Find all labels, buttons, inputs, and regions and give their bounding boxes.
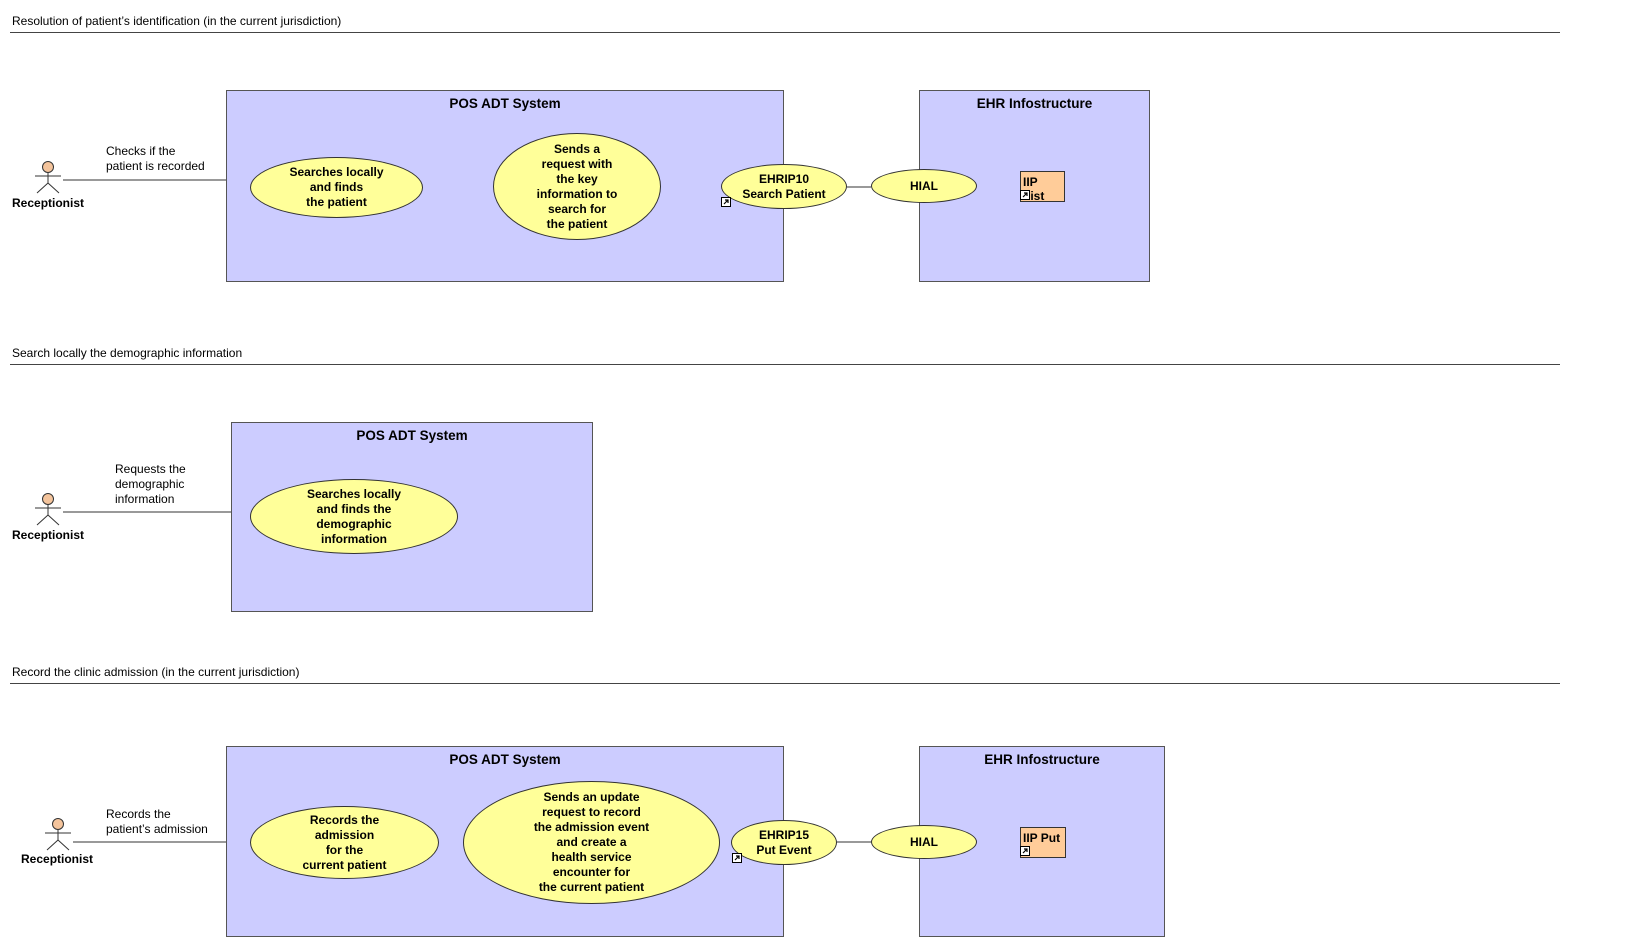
actor-receptionist[interactable] — [23, 817, 93, 869]
association-label: Checks if the patient is recorded — [106, 144, 205, 173]
artifact-iip-put[interactable]: IIP Put — [1020, 827, 1066, 858]
use-case-hial[interactable]: HIAL — [871, 825, 977, 859]
stick-figure-icon — [35, 161, 61, 194]
section-title: Resolution of patient’s identification (… — [12, 14, 342, 28]
stick-figure-icon — [35, 493, 61, 526]
link-arrow-icon[interactable] — [721, 197, 731, 207]
link-arrow-icon[interactable] — [1020, 190, 1030, 200]
use-case-ehrip10[interactable]: EHRIP10 Search Patient — [721, 164, 847, 209]
actor-label: Receptionist — [12, 196, 85, 210]
link-arrow-icon[interactable] — [1020, 846, 1030, 856]
system-title: POS ADT System — [449, 752, 561, 767]
section-divider — [10, 32, 1560, 33]
system-title: POS ADT System — [449, 96, 561, 111]
system-title: EHR Infostructure — [976, 96, 1093, 111]
actor-receptionist[interactable] — [13, 492, 83, 544]
stick-figure-icon — [45, 818, 71, 851]
association-label: Records the patient’s admission — [106, 807, 208, 836]
system-title: POS ADT System — [356, 428, 468, 443]
actor-label: Receptionist — [21, 852, 94, 866]
use-case-hial[interactable]: HIAL — [871, 169, 977, 203]
artifact-label: IIP Put — [1023, 831, 1061, 845]
section-divider — [10, 683, 1560, 684]
link-arrow-icon[interactable] — [732, 853, 742, 863]
section-title: Record the clinic admission (in the curr… — [12, 665, 300, 679]
association-label: Requests the demographic information — [115, 462, 186, 506]
actor-receptionist[interactable] — [13, 160, 83, 212]
system-title: EHR Infostructure — [984, 752, 1100, 767]
use-case-send-request[interactable]: Sends a request with the key information… — [493, 133, 661, 240]
section-divider — [10, 364, 1560, 365]
section-title: Search locally the demographic informati… — [12, 346, 243, 360]
use-case-search-locally[interactable]: Searches locally and finds the patient — [250, 157, 423, 218]
use-case-send-update[interactable]: Sends an update request to record the ad… — [463, 781, 720, 904]
actor-label: Receptionist — [12, 528, 85, 542]
use-case-record-admission[interactable]: Records the admission for the current pa… — [250, 806, 439, 879]
use-case-search-demographic[interactable]: Searches locally and finds the demograph… — [250, 479, 458, 554]
use-case-ehrip15[interactable]: EHRIP15 Put Event — [731, 820, 837, 865]
